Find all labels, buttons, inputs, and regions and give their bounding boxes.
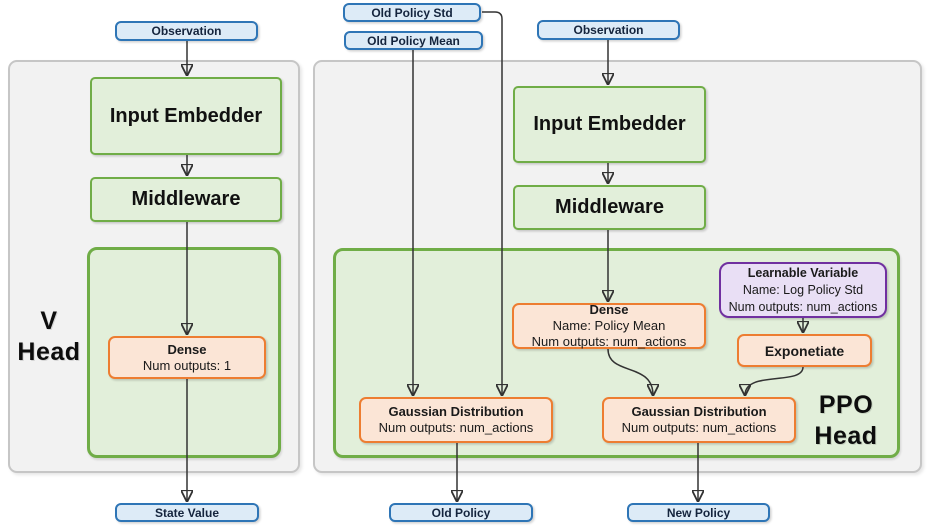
v-head-label-line2: Head	[17, 338, 81, 366]
new-policy-node: New Policy	[627, 503, 770, 522]
ppo-head-label-line1: PPO	[818, 391, 874, 419]
state-value-node: State Value	[115, 503, 259, 522]
learnable-variable-outputs: Num outputs: num_actions	[728, 299, 878, 314]
gaussian-new-outputs: Num outputs: num_actions	[621, 420, 777, 435]
gaussian-distribution-old-node: Gaussian Distribution Num outputs: num_a…	[359, 397, 553, 443]
observation-left-node: Observation	[115, 21, 258, 41]
v-dense-outputs: Num outputs: 1	[142, 357, 232, 373]
ppo-input-embedder-node: Input Embedder	[513, 86, 706, 163]
old-policy-node: Old Policy	[389, 503, 533, 522]
exponetiate-title: Exponetiate	[764, 342, 845, 359]
ppo-head-label-line2: Head	[814, 422, 878, 450]
v-input-embedder-node: Input Embedder	[90, 77, 282, 155]
observation-right-node: Observation	[537, 20, 680, 40]
gaussian-old-outputs: Num outputs: num_actions	[378, 420, 534, 435]
ppo-dense-name: Name: Policy Mean	[552, 318, 666, 333]
v-dense-node: Dense Num outputs: 1	[108, 336, 266, 379]
old-policy-mean-node: Old Policy Mean	[344, 31, 483, 50]
gaussian-new-title: Gaussian Distribution	[631, 404, 767, 419]
learnable-variable-node: Learnable Variable Name: Log Policy Std …	[719, 262, 887, 318]
ppo-dense-node: Dense Name: Policy Mean Num outputs: num…	[512, 302, 706, 349]
old-policy-std-node: Old Policy Std	[343, 3, 481, 22]
ppo-dense-title: Dense	[589, 302, 629, 317]
gaussian-old-title: Gaussian Distribution	[388, 404, 524, 419]
v-head-label-line1: V	[40, 307, 58, 335]
learnable-variable-name: Name: Log Policy Std	[742, 282, 864, 297]
ppo-middleware-node: Middleware	[513, 185, 706, 230]
gaussian-distribution-new-node: Gaussian Distribution Num outputs: num_a…	[602, 397, 796, 443]
v-head-label: V Head	[12, 306, 86, 368]
exponetiate-node: Exponetiate	[737, 334, 872, 367]
learnable-variable-title: Learnable Variable	[747, 265, 859, 280]
v-middleware-node: Middleware	[90, 177, 282, 222]
ppo-head-label: PPO Head	[805, 390, 887, 452]
ppo-dense-outputs: Num outputs: num_actions	[531, 334, 687, 349]
v-dense-title: Dense	[167, 341, 207, 357]
